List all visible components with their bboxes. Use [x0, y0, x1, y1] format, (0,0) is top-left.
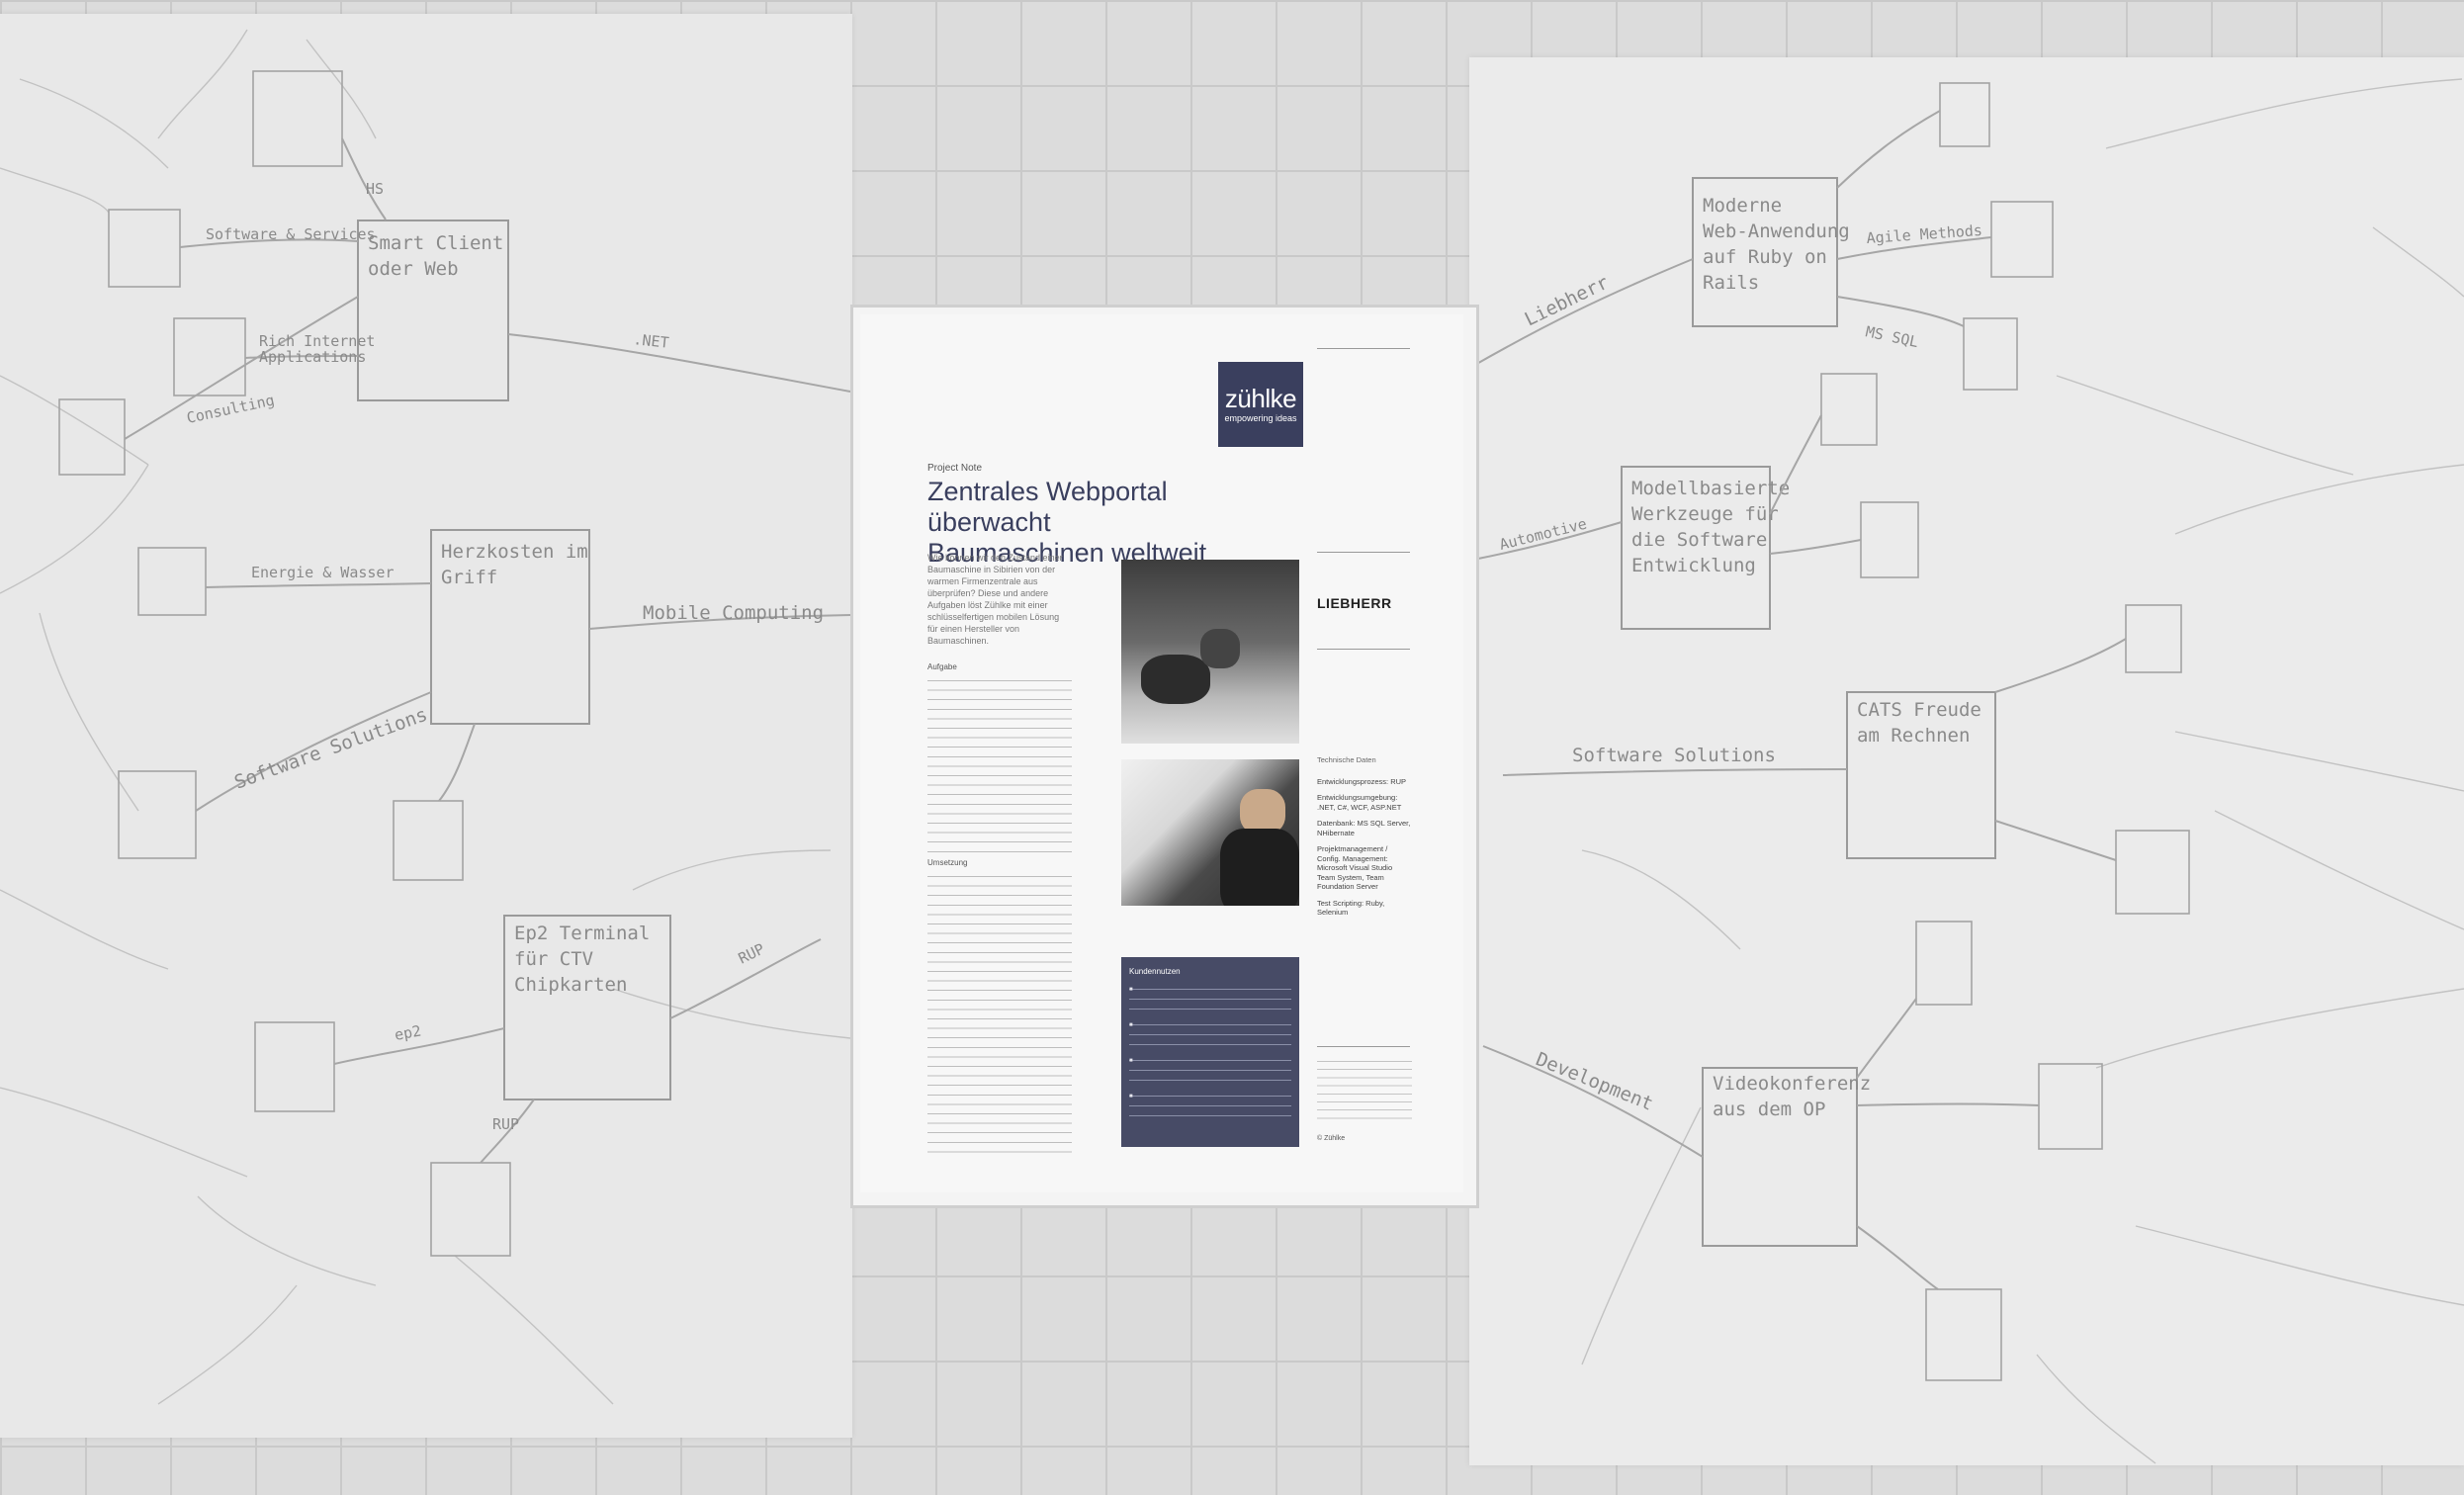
node-text-smart-client-1: Smart Client: [368, 232, 503, 254]
svg-text:Web-Anwendung: Web-Anwendung: [1703, 220, 1850, 242]
logo-tagline: empowering ideas: [1224, 413, 1297, 423]
technische-daten: Technische Daten Entwicklungsprozess: RU…: [1317, 755, 1412, 924]
node-text-smart-client-2: oder Web: [368, 258, 459, 280]
poster-kicker: Project Note: [927, 463, 983, 474]
svg-text:Consulting: Consulting: [185, 392, 276, 427]
svg-text:auf Ruby on: auf Ruby on: [1703, 246, 1827, 268]
svg-text:RUP: RUP: [736, 940, 767, 968]
svg-text:Applications: Applications: [259, 348, 366, 366]
kundennutzen-item: [1129, 1092, 1291, 1119]
left-paper-sheet: [0, 14, 852, 1438]
svg-text:am Rechnen: am Rechnen: [1857, 725, 1970, 747]
rule: [1317, 649, 1410, 650]
section-title-umsetzung: Umsetzung: [927, 858, 968, 867]
left-faint-branches: [0, 29, 851, 1405]
zuhlke-logo: zühlke empowering ideas: [1218, 362, 1303, 447]
svg-text:Ep2 Terminal: Ep2 Terminal: [514, 923, 650, 944]
svg-text:MS SQL: MS SQL: [1864, 322, 1920, 351]
svg-text:Videokonferenz: Videokonferenz: [1713, 1073, 1871, 1095]
photo-construction-machine: [1121, 560, 1299, 744]
svg-text:Software Solutions: Software Solutions: [1572, 745, 1776, 766]
section-title-aufgabe: Aufgabe: [927, 662, 957, 671]
rule: [1317, 552, 1410, 553]
kundennutzen-item: [1129, 1020, 1291, 1048]
node-box-cats: [1846, 691, 1996, 859]
svg-text:Werkzeuge für: Werkzeuge für: [1631, 503, 1779, 525]
right-paper-sheet: [1469, 57, 2464, 1465]
company-address: [1317, 1058, 1412, 1125]
kundennutzen-list: [1129, 985, 1291, 1127]
node-box-modellbasierte: [1621, 466, 1771, 630]
tech-title: Technische Daten: [1317, 755, 1376, 764]
svg-text:Energie & Wasser: Energie & Wasser: [251, 564, 395, 581]
tech-item: Test Scripting: Ruby, Selenium: [1317, 898, 1385, 918]
svg-text:für CTV: für CTV: [514, 948, 593, 970]
node-box-videokonferenz: [1702, 1067, 1858, 1247]
branch-automotive: [1472, 521, 1623, 561]
svg-text:Software Solutions: Software Solutions: [231, 704, 430, 794]
tech-item: Projektmanagement / Config. Management: …: [1317, 844, 1393, 891]
svg-text:HS: HS: [366, 180, 384, 198]
kundennutzen-title: Kundennutzen: [1129, 967, 1181, 976]
photo-engineer-laptop: [1121, 759, 1299, 906]
aufgabe-body-text: [927, 676, 1072, 854]
rule: [1317, 348, 1410, 349]
svg-text:Rich Internet: Rich Internet: [259, 332, 375, 350]
node-box-ep2: [503, 915, 671, 1100]
svg-text:Software & Services: Software & Services: [206, 225, 376, 243]
svg-text:.NET: .NET: [633, 330, 670, 352]
svg-text:ep2: ep2: [394, 1022, 423, 1044]
branch-net: [507, 333, 851, 393]
branch-software-solutions: [1502, 768, 1848, 776]
umsetzung-body-text: [927, 872, 1072, 1159]
svg-text:Entwicklung: Entwicklung: [1631, 555, 1756, 576]
svg-text:Mobile Computing: Mobile Computing: [643, 602, 824, 624]
logo-name: zühlke: [1224, 384, 1297, 413]
kundennutzen-item: [1129, 985, 1291, 1012]
tech-item: Entwicklungsumgebung: .NET, C#, WCF, ASP…: [1317, 793, 1402, 812]
poster-intro: Wie können wir den Zustand einer Baumasc…: [927, 553, 1063, 646]
project-note-poster: zühlke empowering ideas Project Note Zen…: [860, 314, 1463, 1192]
tech-item: Datenbank: MS SQL Server, NHibernate: [1317, 819, 1411, 837]
poster-copyright: © Zühlke: [1317, 1135, 1346, 1142]
kundennutzen-item: [1129, 1056, 1291, 1084]
svg-text:Automotive: Automotive: [1498, 515, 1589, 554]
rule: [1317, 1046, 1410, 1047]
svg-text:Chipkarten: Chipkarten: [514, 974, 627, 996]
svg-text:Rails: Rails: [1703, 272, 1759, 294]
node-box-smart-client: [357, 220, 509, 401]
svg-text:Moderne: Moderne: [1703, 195, 1782, 217]
svg-text:Agile Methods: Agile Methods: [1866, 221, 1982, 247]
branch-liebherr: [1472, 258, 1694, 367]
svg-text:Griff: Griff: [441, 567, 497, 588]
right-faint-branches: [1581, 78, 2464, 1464]
kundennutzen-box: Kundennutzen: [1121, 957, 1299, 1147]
svg-text:Modellbasierte: Modellbasierte: [1631, 478, 1790, 499]
svg-text:Development: Development: [1533, 1048, 1656, 1115]
svg-text:Herzkosten im: Herzkosten im: [441, 541, 588, 563]
branch-development: [1482, 1045, 1704, 1158]
tech-item: Entwicklungsprozess: RUP: [1317, 776, 1407, 786]
liebherr-logo: LIEBHERR: [1317, 595, 1392, 611]
svg-text:aus dem OP: aus dem OP: [1713, 1099, 1825, 1120]
branch-rup: [669, 938, 822, 1019]
node-box-ruby: [1692, 177, 1838, 327]
node-box-herzkosten: [430, 529, 590, 725]
branch-mobile-computing: [588, 614, 851, 630]
svg-text:die Software: die Software: [1631, 529, 1767, 551]
svg-text:CATS Freude: CATS Freude: [1857, 699, 1981, 721]
svg-text:RUP: RUP: [492, 1115, 519, 1133]
